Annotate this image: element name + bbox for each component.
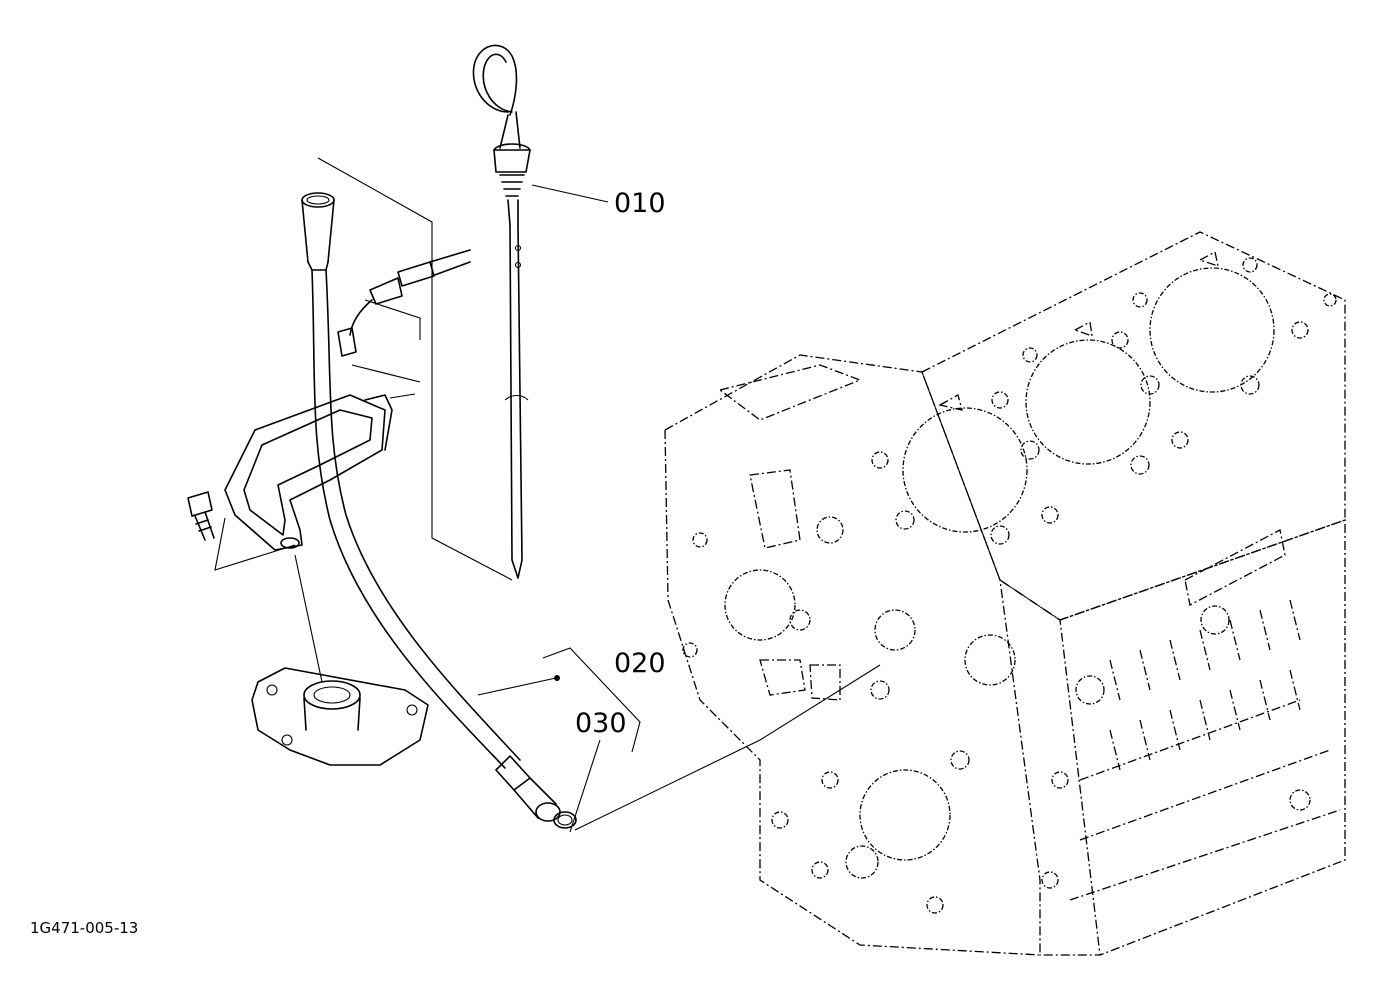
engine-block <box>664 231 1346 956</box>
leader-030 <box>569 739 601 833</box>
leader-020-dot <box>554 675 560 681</box>
callout-leaders <box>477 184 641 833</box>
guide-tube <box>301 192 561 822</box>
label-010: 010 <box>614 188 666 219</box>
callout-bracket <box>542 647 641 753</box>
leader-010 <box>531 184 609 203</box>
bolt <box>187 491 215 541</box>
leader-020 <box>477 677 557 696</box>
reference-code: 1G471-005-13 <box>30 919 138 937</box>
label-020: 020 <box>614 648 666 679</box>
oil-pressure-sensor <box>337 249 471 357</box>
label-030: 030 <box>575 708 627 739</box>
flange-base <box>251 667 429 766</box>
mounting-bracket <box>224 394 393 551</box>
o-ring <box>553 811 577 829</box>
assembly-lines <box>214 157 881 831</box>
dipstick <box>472 44 531 579</box>
